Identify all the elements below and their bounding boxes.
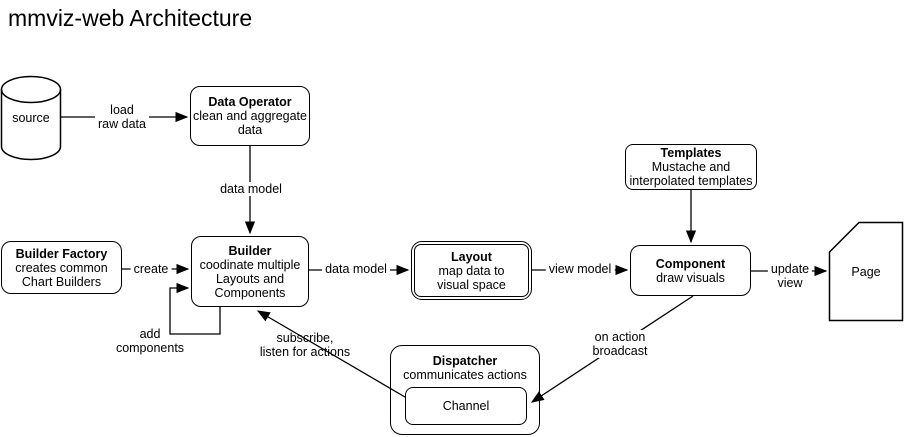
edge-label-data-model-layout: data model — [322, 262, 390, 276]
edge-label-on-action-broadcast: on action broadcast — [589, 330, 651, 358]
layout-inner-border: Layout map data to visual space — [414, 244, 529, 297]
source-label: source — [12, 111, 50, 125]
edge-label-create: create — [130, 262, 172, 276]
page-card-shape — [828, 221, 904, 322]
edge-label-view-model: view model — [545, 262, 615, 276]
component-title: Component — [655, 256, 726, 271]
layout-desc: map data to visual space — [437, 263, 506, 292]
edge-label-load-raw-data: load raw data — [95, 103, 149, 131]
node-channel: Channel — [405, 387, 527, 425]
node-builder: Builder coodinate multiple Layouts and C… — [191, 236, 309, 307]
edge-label-subscribe: subscribe, listen for actions — [259, 331, 351, 359]
edge-label-data-model-builder: data model — [217, 182, 285, 196]
data-operator-desc: clean and aggregate data — [193, 109, 307, 137]
channel-label: Channel — [442, 399, 490, 413]
page-label: Page — [851, 265, 881, 279]
node-dispatcher: Dispatcher communicates actions — [390, 345, 540, 435]
edge-label-update-view: update view — [767, 262, 813, 290]
edge-builder-self-loop — [169, 282, 221, 335]
builder-factory-desc: creates common Chart Builders — [15, 260, 108, 289]
node-component: Component draw visuals — [630, 245, 751, 296]
node-data-operator: Data Operator clean and aggregate data — [190, 86, 310, 146]
data-operator-title: Data Operator — [208, 95, 292, 109]
templates-desc: Mustache and interpolated templates — [629, 160, 753, 188]
page-title: mmviz-web Architecture — [8, 5, 253, 31]
component-desc: draw visuals — [656, 270, 725, 285]
builder-factory-title: Builder Factory — [15, 246, 108, 261]
dispatcher-title: Dispatcher — [432, 354, 498, 368]
source-cylinder-shape — [0, 75, 62, 161]
edge-label-add-components: add components — [115, 327, 185, 355]
templates-title: Templates — [660, 146, 722, 160]
layout-title: Layout — [451, 249, 492, 264]
node-layout: Layout map data to visual space — [411, 241, 532, 300]
dispatcher-desc: communicates actions — [403, 368, 527, 382]
builder-title: Builder — [228, 243, 272, 258]
builder-desc: coodinate multiple Layouts and Component… — [199, 257, 301, 300]
node-templates: Templates Mustache and interpolated temp… — [625, 144, 757, 190]
edge-channel-to-builder — [256, 310, 406, 398]
node-builder-factory: Builder Factory creates common Chart Bui… — [1, 241, 122, 294]
